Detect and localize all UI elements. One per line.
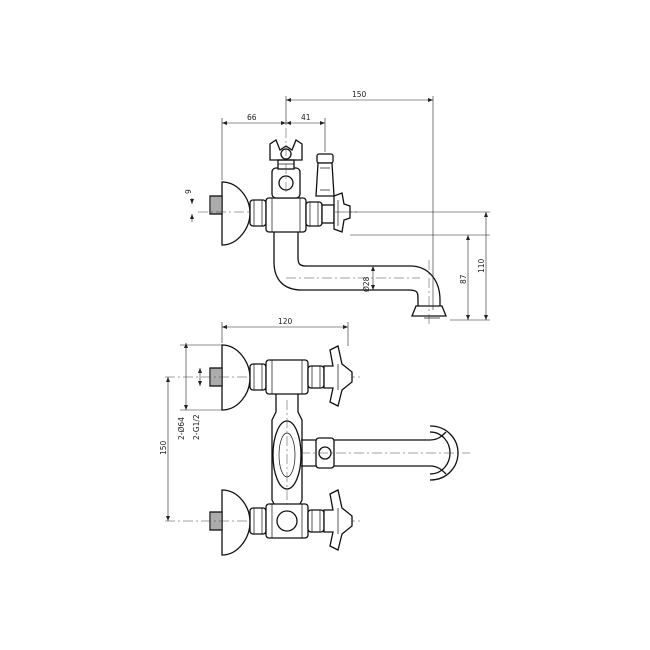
dim-side-small: 9 (184, 189, 193, 194)
dim-front-thread: 2-G1/2 (192, 414, 201, 440)
side-cross-handle (333, 192, 351, 233)
side-view: 150 66 41 9 Ø28 87 110 (184, 90, 490, 325)
dim-side-left: 66 (247, 113, 257, 122)
dim-front-centers: 150 (159, 440, 168, 455)
dim-side-overall: 150 (352, 90, 367, 99)
dim-side-height-inner: 87 (459, 274, 468, 284)
dim-side-spout-dia: Ø28 (362, 276, 371, 292)
side-union-nut (249, 199, 267, 227)
side-spout (273, 232, 441, 306)
dim-front-pipe-diameter: 2-Ø64 (177, 417, 186, 440)
dim-front-width: 120 (278, 317, 293, 326)
front-spout (301, 431, 447, 475)
front-escutcheon-upper (221, 344, 251, 411)
front-escutcheon-lower (221, 489, 251, 556)
dim-side-right: 41 (301, 113, 311, 122)
side-escutcheon (221, 181, 251, 246)
front-view: 120 150 2-Ø64 2-G1/2 (159, 317, 470, 556)
side-diverter-lever (316, 153, 334, 164)
side-shower-holder (269, 139, 303, 161)
dim-side-height-outer: 110 (477, 258, 486, 273)
